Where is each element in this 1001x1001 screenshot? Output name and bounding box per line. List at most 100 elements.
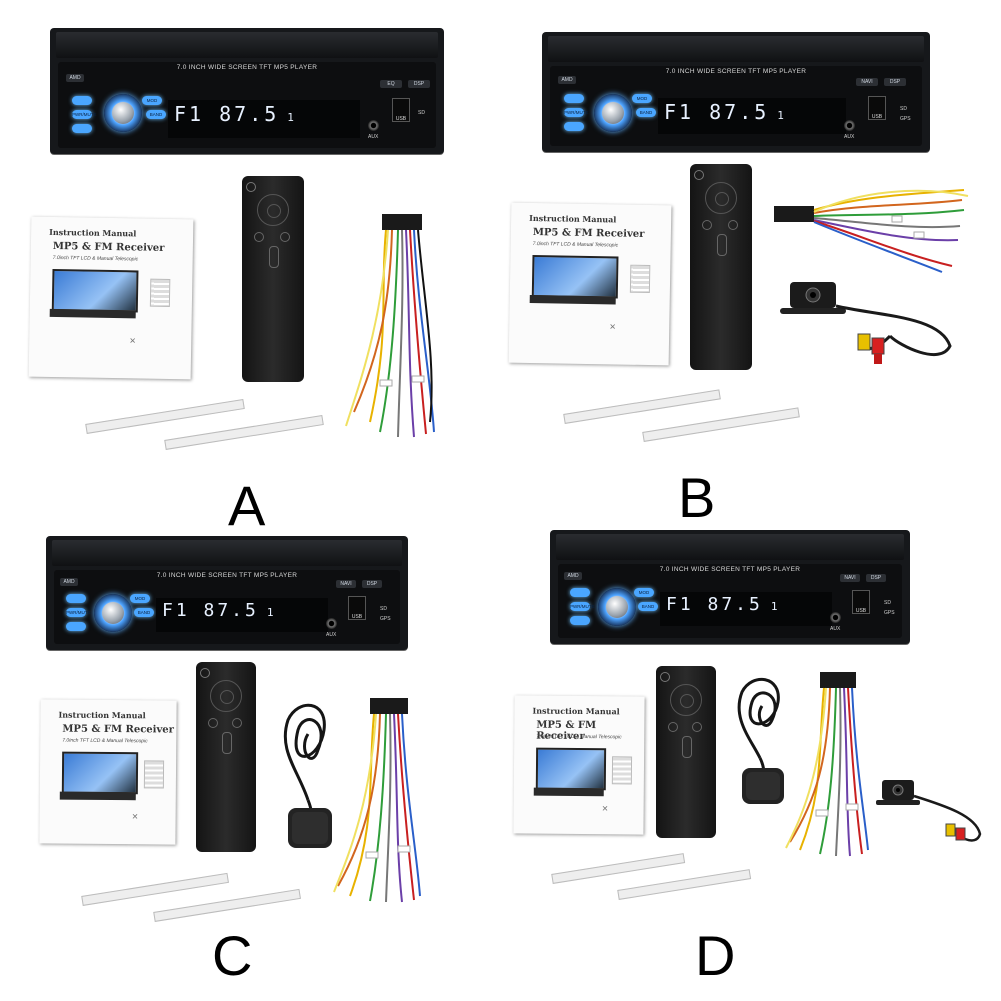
volume-knob: [102, 602, 124, 624]
manual-title: Instruction Manual: [49, 226, 137, 239]
manual-description: 7.0inch TFT LCD & Manual Telescopic: [52, 254, 139, 263]
remote-control: [196, 662, 256, 852]
volume-rocker: [269, 246, 279, 268]
gps-antenna: [724, 668, 804, 813]
red-rca-plug: [871, 337, 885, 355]
instruction-manual: Instruction Manual MP5 & FM Receiver 7.0…: [28, 216, 194, 380]
band-button: BAND: [636, 108, 656, 117]
rear-camera: [770, 276, 970, 391]
band-button: BAND: [146, 110, 166, 119]
mod-button: MOD: [142, 96, 162, 105]
pwr-mute-button: PWR/MUTE: [72, 110, 97, 119]
manual-title: Instruction Manual: [532, 705, 620, 717]
mounting-bracket: [642, 407, 800, 442]
option-b-panel: 7.0 INCH WIDE SCREEN TFT MP5 PLAYER AMD …: [500, 0, 1000, 526]
option-letter: B: [678, 466, 716, 529]
gps-label: GPS: [884, 610, 895, 616]
amd-button: AMD: [558, 76, 576, 84]
harness-connector: [370, 698, 408, 714]
band-button: BAND: [134, 608, 154, 617]
wire-harness: [784, 670, 874, 865]
usb-port: USB: [392, 98, 410, 122]
stereo-lid: [548, 36, 924, 62]
aux-jack: [368, 120, 379, 131]
mounting-bracket: [617, 869, 752, 900]
dsp-button: DSP: [362, 580, 382, 588]
mounting-bracket: [85, 399, 245, 434]
mounting-bracket: [551, 853, 686, 884]
menu-icon: [728, 220, 738, 230]
blue-button: [570, 616, 590, 625]
stereo-lid: [56, 32, 438, 58]
stereo-model-text: 7.0 INCH WIDE SCREEN TFT MP5 PLAYER: [176, 64, 318, 71]
usb-port: USB: [852, 590, 870, 614]
option-letter: D: [695, 924, 736, 987]
frequency-text: F1 87.5: [666, 594, 763, 615]
sd-label: SD: [418, 110, 425, 116]
amd-button: AMD: [564, 572, 582, 580]
manual-grid: [149, 278, 171, 308]
amd-blue-button: [72, 96, 92, 105]
navi-button: NAVI: [336, 580, 356, 588]
pwr-mute-button: PWR/MUTE: [564, 108, 589, 117]
option-letter: A: [228, 474, 266, 537]
manual-mark: ✕: [609, 322, 617, 332]
volume-rocker: [682, 736, 692, 758]
manual-grid: [629, 264, 651, 294]
manual-mark: ✕: [129, 336, 137, 346]
stereo-model-text: 7.0 INCH WIDE SCREEN TFT MP5 PLAYER: [156, 572, 298, 579]
power-icon: [200, 668, 210, 678]
manual-subtitle: MP5 & FM Receiver: [52, 240, 165, 254]
blue-button: [66, 622, 86, 631]
blue-button: [570, 588, 590, 597]
dpad-center: [715, 192, 729, 206]
dpad-center: [680, 694, 694, 708]
menu-icon: [692, 722, 702, 732]
wire-harness-graphic: [333, 698, 421, 903]
back-icon: [254, 232, 264, 242]
channel-number: 1: [266, 606, 274, 619]
rear-camera: [876, 776, 986, 861]
manual-subtitle: MP5 & FM Receiver: [532, 226, 645, 240]
volume-knob: [602, 102, 624, 124]
rear-camera-graphic: [780, 282, 952, 364]
dpad-ring: [705, 182, 737, 214]
gps-antenna: [268, 690, 348, 865]
car-stereo: 7.0 INCH WIDE SCREEN TFT MP5 PLAYER AMD …: [50, 28, 444, 154]
gps-antenna-graphic: [737, 677, 784, 804]
back-icon: [208, 718, 218, 728]
manual-mark: ✕: [131, 812, 139, 822]
aux-jack: [326, 618, 337, 629]
manual-mark: ✕: [601, 804, 609, 814]
manual-stereo-image: [535, 747, 607, 791]
volume-rocker: [717, 234, 727, 256]
aux-label: AUX: [844, 134, 855, 140]
manual-unit-image: [533, 787, 604, 797]
yellow-rca-plug: [945, 823, 956, 837]
dpad-ring: [670, 684, 702, 716]
dpad-center: [220, 690, 234, 704]
power-icon: [246, 182, 256, 192]
stereo-lid: [52, 540, 402, 566]
gps-antenna-graphic: [283, 703, 332, 848]
stereo-model-text: 7.0 INCH WIDE SCREEN TFT MP5 PLAYER: [665, 68, 807, 75]
stereo-model-text: 7.0 INCH WIDE SCREEN TFT MP5 PLAYER: [659, 566, 801, 573]
blue-button: [66, 594, 86, 603]
channel-number: 1: [287, 111, 294, 124]
aux-label: AUX: [368, 134, 379, 140]
harness-connector: [774, 206, 814, 222]
amd-button: AMD: [60, 578, 78, 586]
option-a-panel: 7.0 INCH WIDE SCREEN TFT MP5 PLAYER AMD …: [0, 0, 500, 534]
volume-knob-ring: [94, 594, 132, 632]
power-icon: [660, 672, 670, 682]
mounting-bracket: [164, 415, 324, 450]
mounting-bracket: [153, 888, 301, 922]
instruction-manual: Instruction Manual MP5 & FM Receiver 7.0…: [39, 699, 177, 845]
dpad-ring: [257, 194, 289, 226]
aux-jack: [830, 612, 841, 623]
wire-harness: [772, 186, 972, 281]
option-letter: C: [212, 924, 253, 987]
back-icon: [702, 220, 712, 230]
